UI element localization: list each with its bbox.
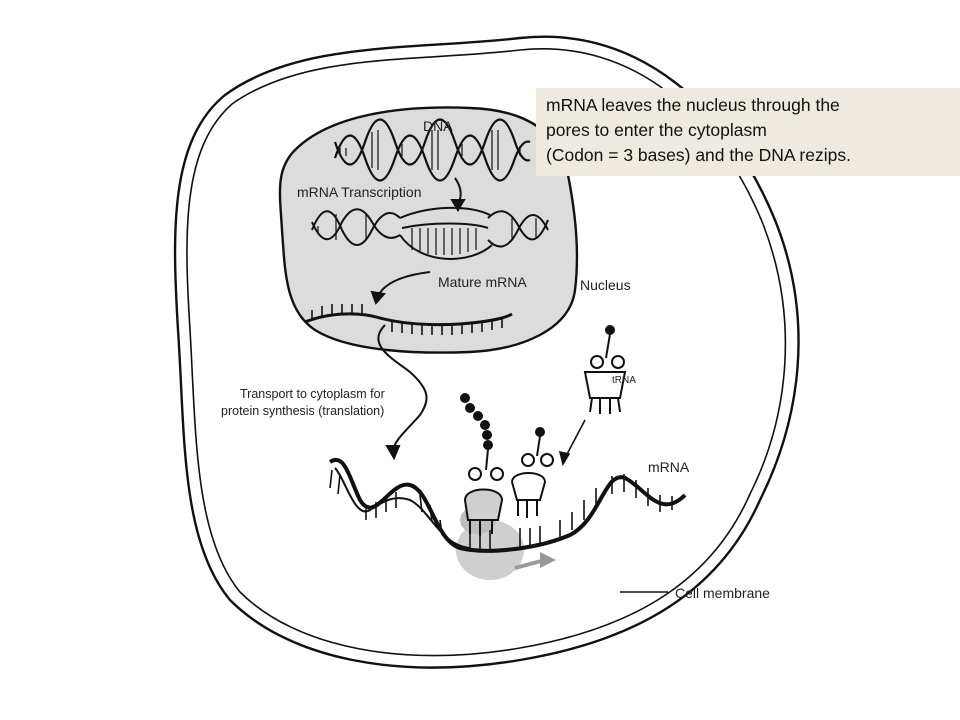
label-trna: tRNA: [612, 375, 636, 386]
label-transport-2: protein synthesis (translation): [221, 404, 384, 418]
callout-line-1: mRNA leaves the nucleus through the: [546, 95, 840, 115]
label-cell-membrane: Cell membrane: [675, 585, 770, 601]
label-mrna: mRNA: [648, 459, 690, 475]
callout-line-2: pores to enter the cytoplasm: [546, 120, 767, 140]
mature-mrna-strand: [304, 304, 513, 335]
arrow-transcription: [450, 177, 466, 212]
trna-free: [583, 325, 627, 414]
label-transport-1: Transport to cytoplasm for: [240, 387, 385, 401]
label-mature-mrna: Mature mRNA: [438, 274, 527, 290]
transcription-bubble: [311, 206, 549, 260]
label-transcription: mRNA Transcription: [297, 184, 421, 200]
cell-membrane: [173, 35, 800, 669]
label-dna: DNA: [423, 118, 453, 134]
trna-bound-right: [510, 427, 554, 518]
arrow-mature: [370, 271, 431, 305]
callout-line-3: (Codon = 3 bases) and the DNA rezips.: [546, 145, 851, 165]
trna-bound-left: [460, 393, 504, 536]
callout-box: mRNA leaves the nucleus through the pore…: [536, 88, 960, 176]
transport-arrow: [377, 324, 428, 461]
trna-arrow: [558, 419, 586, 467]
label-nucleus: Nucleus: [580, 277, 631, 293]
dna-helix: [333, 118, 531, 182]
